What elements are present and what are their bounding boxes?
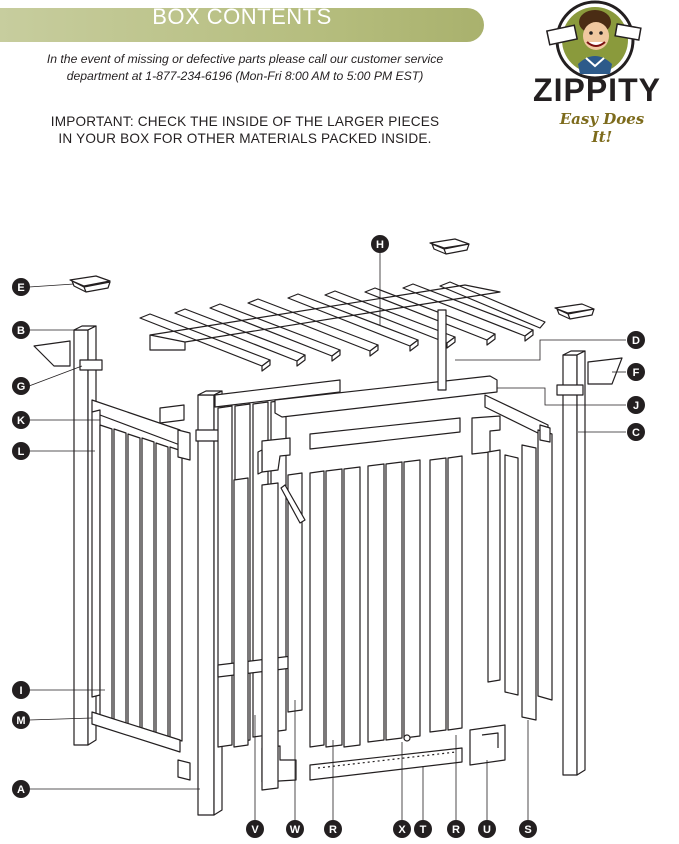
- callout-m: M: [12, 711, 30, 729]
- post-cap-right: [554, 303, 595, 320]
- callout-g: G: [12, 377, 30, 395]
- svg-text:W: W: [290, 824, 301, 836]
- latch-bracket-top: [471, 415, 501, 455]
- post-a: [197, 394, 215, 816]
- right-side-panel: [484, 394, 553, 721]
- svg-text:D: D: [632, 335, 640, 347]
- important-note-line-1: IMPORTANT: CHECK THE INSIDE OF THE LARGE…: [50, 114, 440, 129]
- callout-r-right: R: [447, 820, 465, 838]
- board-w: [287, 472, 303, 713]
- callout-j: J: [627, 396, 645, 414]
- left-side-panel: [91, 399, 191, 781]
- customer-service-line-2: department at 1-877-234-6196 (Mon-Fri 8:…: [66, 69, 424, 83]
- callout-l: L: [12, 442, 30, 460]
- customer-service-line-1: In the event of missing or defective par…: [46, 52, 444, 66]
- post-cap-h: [429, 238, 470, 255]
- bracket-u: [469, 724, 506, 766]
- post-collar-right: [556, 384, 584, 396]
- callout-h: H: [371, 235, 389, 253]
- bracket-b: [33, 340, 71, 367]
- callout-v: V: [246, 820, 264, 838]
- svg-text:G: G: [17, 381, 26, 393]
- callout-t: T: [414, 820, 432, 838]
- page-title: BOX CONTENTS: [152, 4, 332, 29]
- callout-k: K: [12, 411, 30, 429]
- callouts: E B G K L I M A H D F J C V W R X T R U …: [12, 235, 645, 838]
- svg-text:R: R: [452, 824, 460, 836]
- callout-r-left: R: [324, 820, 342, 838]
- callout-c: C: [627, 423, 645, 441]
- brand-name: ZIPPITY: [533, 72, 661, 108]
- callout-d: D: [627, 331, 645, 349]
- diagonal-brace: [280, 484, 306, 524]
- svg-text:I: I: [19, 685, 22, 697]
- svg-text:V: V: [251, 824, 259, 836]
- svg-text:J: J: [633, 400, 639, 412]
- svg-text:F: F: [633, 367, 640, 379]
- callout-b: B: [12, 321, 30, 339]
- svg-text:S: S: [524, 824, 531, 836]
- callout-e: E: [12, 278, 30, 296]
- bottom-rail-m: [91, 711, 181, 753]
- bracket-f: [587, 357, 623, 385]
- gate-top-rail: [309, 417, 461, 450]
- diagram-linework: [33, 238, 623, 816]
- svg-text:X: X: [398, 824, 406, 836]
- callout-u: U: [478, 820, 496, 838]
- mascot-holding-fence-icon: [545, 0, 642, 80]
- callout-i: I: [12, 681, 30, 699]
- post-collar-g: [79, 359, 103, 371]
- callout-w: W: [286, 820, 304, 838]
- svg-text:B: B: [17, 325, 25, 337]
- board-v-loose: [233, 477, 249, 748]
- svg-text:M: M: [16, 715, 25, 727]
- svg-text:C: C: [632, 427, 640, 439]
- gate-boards: [309, 455, 463, 748]
- top-rail-j: [274, 375, 498, 418]
- title-banner: [0, 8, 484, 42]
- post-cap-e: [69, 275, 111, 293]
- pergola-slats: [139, 281, 546, 372]
- svg-text:A: A: [17, 784, 25, 796]
- svg-text:R: R: [329, 824, 337, 836]
- svg-text:U: U: [483, 824, 491, 836]
- brand-tagline: Easy Does It!: [559, 110, 645, 146]
- svg-text:E: E: [17, 282, 24, 294]
- svg-text:T: T: [420, 824, 427, 836]
- svg-text:H: H: [376, 239, 384, 251]
- callout-f: F: [627, 363, 645, 381]
- callout-a: A: [12, 780, 30, 798]
- callout-s: S: [519, 820, 537, 838]
- center-post: [437, 309, 447, 391]
- important-note-line-2: IN YOUR BOX FOR OTHER MATERIALS PACKED I…: [58, 131, 432, 146]
- board-v: [261, 482, 279, 791]
- callout-x: X: [393, 820, 411, 838]
- svg-text:L: L: [18, 446, 25, 458]
- svg-text:K: K: [17, 415, 25, 427]
- post-b: [73, 329, 89, 746]
- post-c: [562, 354, 578, 776]
- leader-lines: [28, 250, 626, 828]
- board-s: [521, 444, 537, 721]
